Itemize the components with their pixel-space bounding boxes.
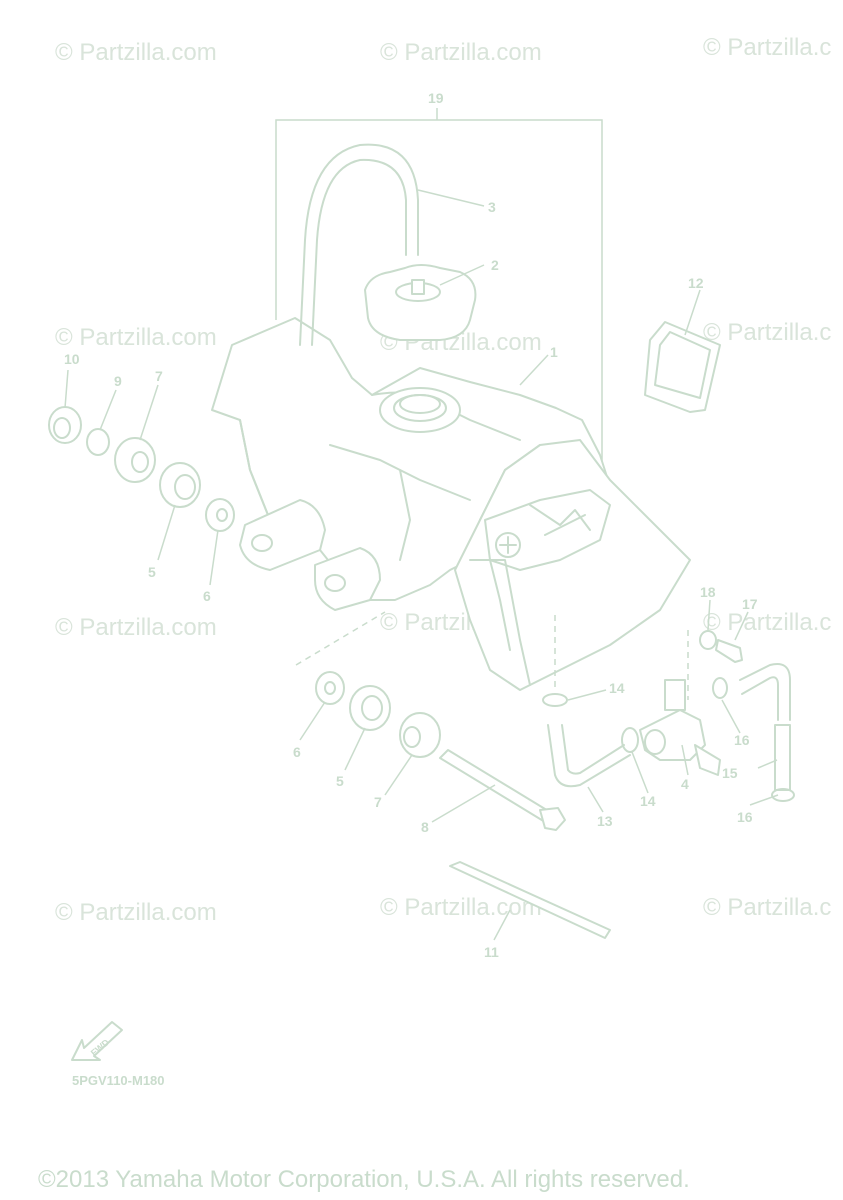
breather-hose: [311, 158, 407, 346]
leader-lines: [64, 189, 779, 941]
tank-pad: [449, 861, 611, 939]
callout-15: 15: [722, 765, 738, 781]
callout-14b: 14: [640, 793, 656, 809]
washer-6: [205, 498, 235, 532]
callout-12: 12: [688, 275, 704, 291]
hose-clip: [621, 727, 639, 753]
callout-16a: 16: [734, 732, 750, 748]
callout-labels: 19 3 2 1 12 10 9 7 5 6 6 5 7 8 11 13 14 …: [64, 90, 758, 960]
damper-5: [159, 462, 201, 508]
callout-17: 17: [742, 596, 758, 612]
callout-16b: 16: [737, 809, 753, 825]
hose-15-segment: [774, 724, 791, 791]
assembly-bracket: [275, 119, 603, 470]
watermark-text: © Partzilla.c: [703, 894, 831, 921]
fuel-cock: [639, 679, 721, 776]
callout-7a: 7: [155, 368, 163, 384]
callout-5a: 5: [148, 564, 156, 580]
alignment-line: [295, 611, 386, 666]
callout-8: 8: [421, 819, 429, 835]
left-damper-stack: [48, 406, 235, 532]
callout-1: 1: [550, 344, 558, 360]
hose-clip: [771, 788, 795, 802]
breather-hose: [299, 143, 419, 346]
screw-17: [715, 639, 743, 663]
diagram-code: 5PGV110-M180: [72, 1073, 165, 1088]
callout-10: 10: [64, 351, 80, 367]
washer-18: [699, 630, 717, 650]
watermark-text: © Partzilla.com: [380, 894, 542, 921]
watermark-text: © Partzilla.com: [55, 39, 217, 66]
watermarks: © Partzilla.com © Partzilla.com © Partzi…: [55, 34, 831, 926]
hose-15: [739, 663, 791, 721]
collar-9: [86, 428, 110, 456]
fuel-hose: [547, 724, 631, 788]
callout-3: 3: [488, 199, 496, 215]
lower-damper-stack: [315, 671, 566, 831]
fuel-hose: [561, 724, 625, 775]
watermark-text: © Partzilla.com: [55, 324, 217, 351]
copyright-notice: ©2013 Yamaha Motor Corporation, U.S.A. A…: [38, 1166, 690, 1193]
watermark-text: © Partzilla.com: [55, 614, 217, 641]
callout-14a: 14: [609, 680, 625, 696]
callout-7b: 7: [374, 794, 382, 810]
gasket: [644, 321, 721, 413]
watermark-text: © Partzilla.com: [55, 899, 217, 926]
fuel-tank: [211, 317, 691, 691]
hose-clip: [542, 693, 568, 707]
watermark-text: © Partzilla.c: [703, 609, 831, 636]
callout-19: 19: [428, 90, 444, 106]
callout-5b: 5: [336, 773, 344, 789]
fuel-cap: [364, 264, 477, 341]
callout-6b: 6: [293, 744, 301, 760]
collar-7: [114, 437, 156, 483]
forward-arrow-icon: FWD: [71, 1021, 123, 1061]
mounting-bolt: [439, 749, 551, 823]
callout-13: 13: [597, 813, 613, 829]
watermark-text: © Partzilla.c: [703, 319, 831, 346]
callout-9: 9: [114, 373, 122, 389]
callout-11: 11: [484, 944, 499, 960]
callout-4: 4: [681, 776, 689, 792]
watermark-text: © Partzilla.com: [380, 39, 542, 66]
callout-18: 18: [700, 584, 716, 600]
callout-6a: 6: [203, 588, 211, 604]
callout-2: 2: [491, 257, 499, 273]
watermark-text: © Partzilla.c: [703, 34, 831, 61]
hose-clip: [712, 677, 728, 699]
hose-15: [741, 676, 779, 721]
